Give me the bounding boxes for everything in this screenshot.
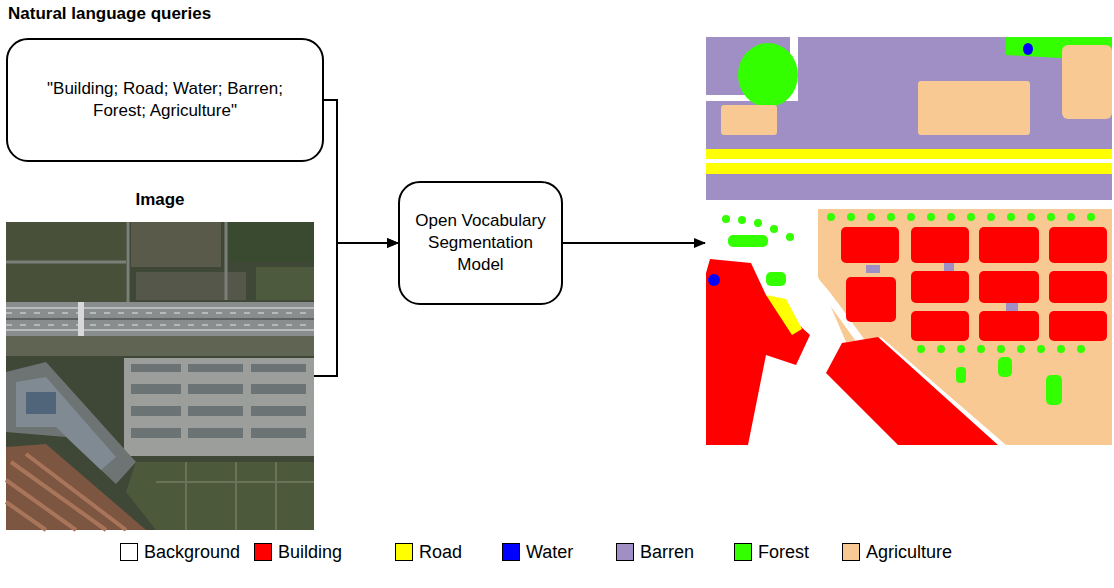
- legend-label: Barren: [640, 542, 694, 562]
- input-connector: [314, 243, 398, 376]
- query-box: Natural language queries"Building; Road;…: [6, 38, 324, 162]
- section-heading: Natural language queries: [8, 4, 211, 24]
- legend-label: Water: [526, 542, 573, 562]
- legend-swatch: [395, 543, 413, 561]
- satellite-image: [6, 222, 314, 530]
- box-label: "Building; Road; Water; Barren; Forest; …: [8, 72, 322, 128]
- model-box: Open Vocabulary Segmentation Model: [398, 181, 563, 305]
- legend-label: Forest: [758, 542, 809, 562]
- input-connector: [324, 100, 398, 243]
- input-image: Image: [6, 222, 314, 530]
- legend-swatch: [616, 543, 634, 561]
- box-label: Open Vocabulary Segmentation Model: [400, 204, 561, 282]
- legend-label: Road: [419, 542, 462, 562]
- output-arrow: [555, 242, 705, 244]
- segmentation-map: [706, 37, 1112, 445]
- legend-swatch: [734, 543, 752, 561]
- legend-label: Agriculture: [866, 542, 952, 562]
- legend-swatch: [254, 543, 272, 561]
- legend-label: Background: [144, 542, 240, 562]
- legend-label: Building: [278, 542, 342, 562]
- legend-swatch: [120, 543, 138, 561]
- image-heading: Image: [6, 190, 314, 210]
- legend-swatch: [502, 543, 520, 561]
- legend-swatch: [842, 543, 860, 561]
